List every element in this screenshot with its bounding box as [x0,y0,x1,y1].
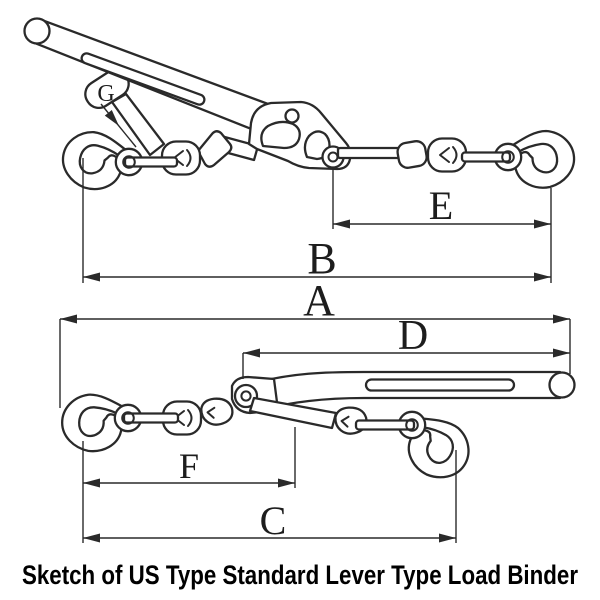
dimension-e: E [333,183,551,229]
pivot-hole [240,390,252,402]
chain-pin [354,419,416,431]
handle-slot [80,52,206,106]
handle-end-knob [23,17,51,45]
hook-eye-hole [501,150,515,164]
toggle-arm [248,396,338,430]
dim-label-d: D [398,313,428,359]
chain-pin [122,412,180,424]
hook-eye-hole [122,155,136,169]
top-view-open-binder [23,17,576,194]
dim-label-e: E [429,183,453,228]
plate-cutout [260,120,301,150]
pivot [233,383,259,409]
dimension-f: F [83,446,295,488]
dimension-g: G [97,81,137,148]
chain-pin [460,151,512,163]
dim-label-c: C [260,498,287,543]
bottom-view-closed-binder [59,370,576,492]
dimension-c: C [83,498,456,543]
dimension-d: D [243,313,570,359]
tension-rod [336,146,406,160]
rod-end-fitting [396,140,428,169]
chain-pin [123,156,179,168]
dim-label-a: A [303,276,335,325]
dim-label-g: G [97,81,114,107]
handle-slot [364,378,516,392]
hook-eye-hole [405,418,419,432]
chain-link [426,137,468,173]
dim-label-b: B [307,234,336,283]
caption-title: Sketch of US Type Standard Lever Type Lo… [22,560,578,590]
dimensions: G E B A [59,81,571,543]
hook-eye-hole [121,411,135,425]
dimension-a: A [60,276,570,325]
handle-end-knob [548,371,576,399]
plate-hole [284,108,300,124]
dimension-b: B [83,234,551,283]
dim-label-f: F [179,446,199,486]
toggle-cone [196,130,233,168]
